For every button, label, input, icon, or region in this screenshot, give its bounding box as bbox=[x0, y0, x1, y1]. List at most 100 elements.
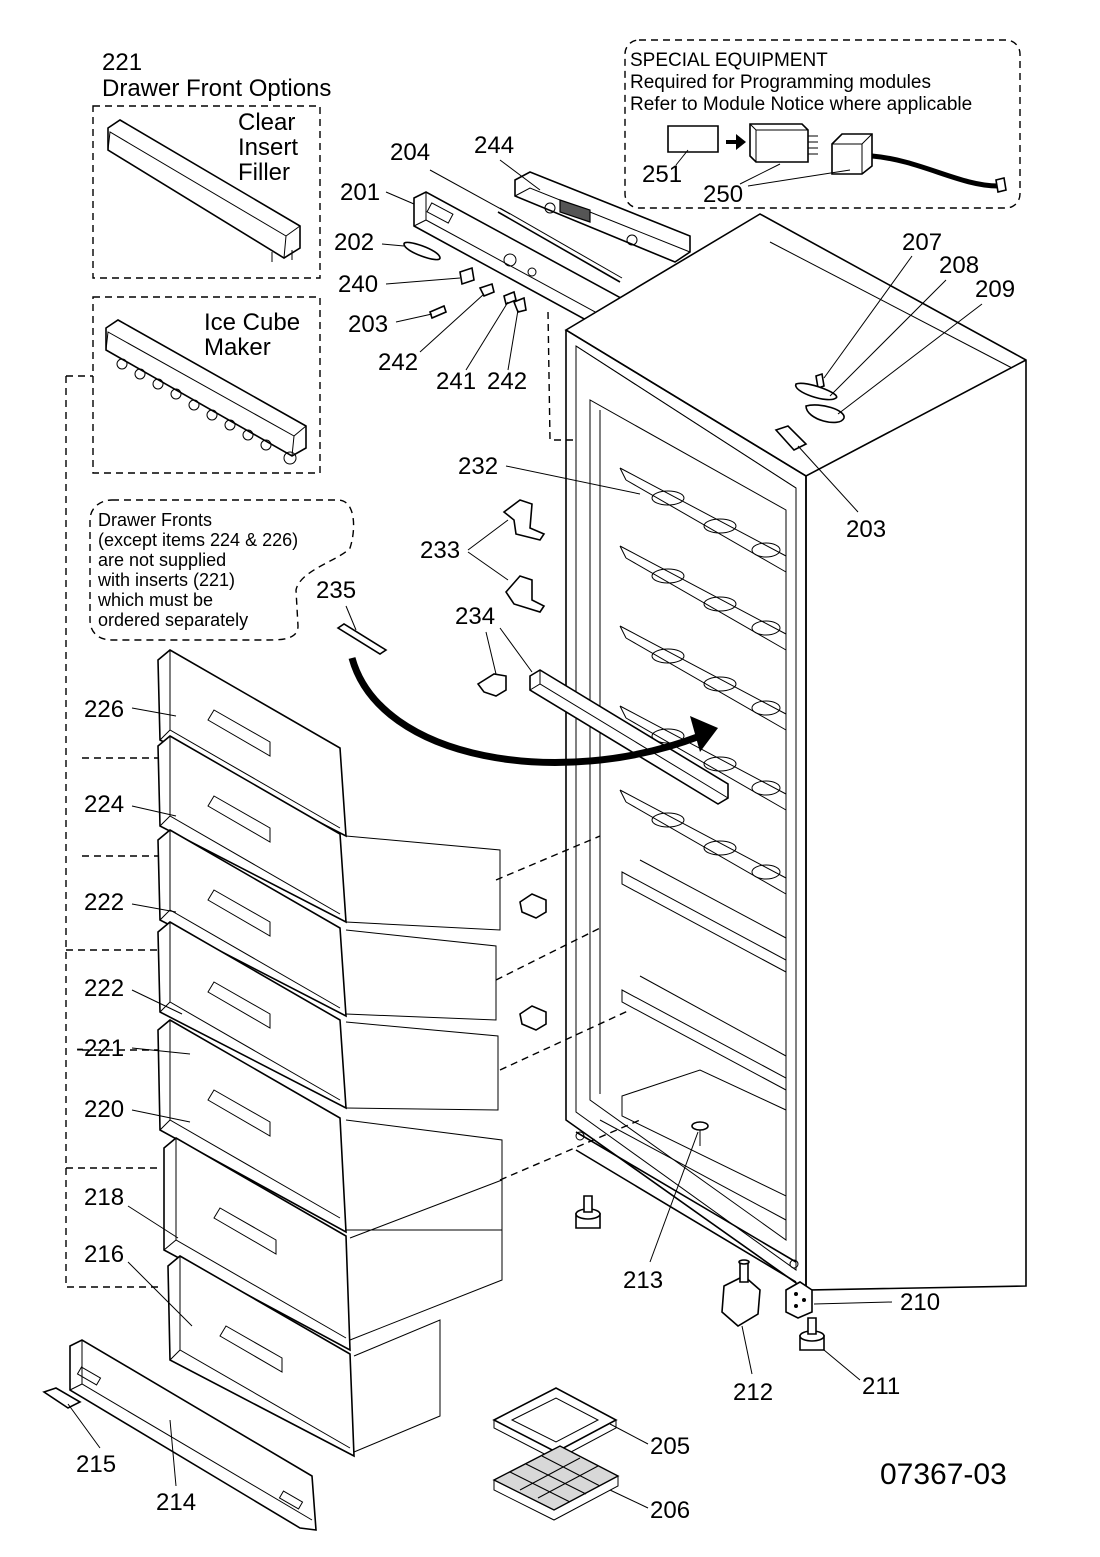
drawer-222b bbox=[157, 921, 499, 1111]
callout-216: 216 bbox=[84, 1241, 124, 1268]
callout-251: 251 bbox=[642, 161, 682, 188]
special-equipment-line-2: Refer to Module Notice where applicable bbox=[630, 94, 972, 115]
wire-shelf-3 bbox=[619, 625, 787, 731]
callout-205: 205 bbox=[650, 1433, 690, 1460]
module-card-part bbox=[667, 125, 719, 153]
leveling-foot-left-part bbox=[575, 1195, 601, 1229]
ice-cube-maker-box bbox=[92, 296, 321, 474]
figure-code: 07367-03 bbox=[880, 1458, 1007, 1491]
bracket-210-part bbox=[785, 1281, 813, 1319]
clear-insert-label-3: Filler bbox=[238, 159, 290, 186]
callout-212: 212 bbox=[733, 1379, 773, 1406]
drawer-216 bbox=[167, 1255, 441, 1458]
note-line-5: which must be bbox=[97, 590, 213, 610]
callout-220: 220 bbox=[84, 1096, 124, 1123]
control-panel-cluster: 244 204 201 202 240 203 242 241 242 bbox=[334, 132, 691, 441]
control-board-part bbox=[514, 171, 691, 263]
note-line-3: are not supplied bbox=[98, 550, 226, 570]
callout-250: 250 bbox=[703, 181, 743, 208]
special-equipment-line-1: Required for Programming modules bbox=[630, 72, 931, 93]
lens-202-part bbox=[403, 241, 441, 261]
programming-cable-part bbox=[831, 133, 1007, 193]
callout-201: 201 bbox=[340, 179, 380, 206]
callout-235: 235 bbox=[316, 577, 356, 604]
clip-242a-part bbox=[478, 282, 495, 298]
options-title: Drawer Front Options bbox=[102, 75, 331, 102]
callout-213: 213 bbox=[623, 1267, 663, 1294]
glass-shelf-1 bbox=[621, 859, 787, 973]
callout-218: 218 bbox=[84, 1184, 124, 1211]
callout-222a: 222 bbox=[84, 889, 124, 916]
callout-242b: 242 bbox=[487, 368, 527, 395]
callout-203b: 203 bbox=[846, 516, 886, 543]
programming-module-part bbox=[749, 123, 818, 163]
clear-insert-label-1: Clear bbox=[238, 109, 295, 136]
callout-210: 210 bbox=[900, 1289, 940, 1316]
cabinet-body bbox=[564, 213, 1027, 1291]
clip-242b-part bbox=[512, 296, 527, 313]
note-bubble: Drawer Fronts (except items 224 & 226) a… bbox=[89, 499, 355, 641]
shelf-rail-part bbox=[529, 669, 729, 805]
callout-233: 233 bbox=[420, 537, 460, 564]
callout-211: 211 bbox=[862, 1373, 900, 1400]
drawer-clip-a-part bbox=[519, 893, 547, 919]
bracket-209-part bbox=[805, 404, 845, 424]
note-line-4: with inserts (221) bbox=[97, 570, 235, 590]
glass-shelf-2 bbox=[621, 975, 787, 1091]
knob-240-part bbox=[459, 266, 475, 286]
wire-shelf-4 bbox=[619, 705, 787, 811]
callout-242a: 242 bbox=[378, 349, 418, 376]
kickplate-214-part bbox=[42, 1339, 317, 1531]
clip-241-part bbox=[503, 290, 517, 306]
floor-tray bbox=[599, 1069, 787, 1221]
drawer-220 bbox=[157, 1019, 503, 1234]
callout-204: 204 bbox=[390, 139, 430, 166]
drawer-stack: 226 224 222 222 -221 220 218 216 bbox=[65, 375, 503, 1458]
door-stop-cluster: 207 208 209 203 bbox=[774, 229, 1015, 543]
drawer-222a bbox=[157, 829, 497, 1021]
shelf-support-cluster: 232 233 234 235 bbox=[316, 453, 729, 1181]
callout-215: 215 bbox=[76, 1451, 116, 1478]
ice-cube-label-2: Maker bbox=[204, 334, 271, 361]
callout-208: 208 bbox=[939, 252, 979, 279]
clear-insert-filler-box bbox=[92, 105, 321, 279]
callout-232: 232 bbox=[458, 453, 498, 480]
bracket-233b-part bbox=[504, 575, 546, 613]
callout-206: 206 bbox=[650, 1497, 690, 1524]
drawer-clip-b-part bbox=[519, 1005, 547, 1031]
wire-shelf-2 bbox=[619, 545, 787, 651]
callout-209: 209 bbox=[975, 276, 1015, 303]
note-line-2: (except items 224 & 226) bbox=[98, 530, 298, 550]
callout-241: 241 bbox=[436, 368, 476, 395]
arrow-icon bbox=[726, 134, 746, 150]
options-number: 221 bbox=[102, 49, 142, 76]
callout-244: 244 bbox=[474, 132, 514, 159]
drawer-218 bbox=[163, 1137, 503, 1352]
special-equipment-box bbox=[624, 39, 1021, 209]
wire-shelf-5 bbox=[619, 789, 787, 895]
clip-234-part bbox=[476, 673, 507, 697]
leveling-foot-right-part bbox=[799, 1317, 825, 1351]
screw-203-part bbox=[429, 304, 447, 320]
callout-202: 202 bbox=[334, 229, 374, 256]
clear-insert-filler-part bbox=[107, 119, 301, 262]
washer-208-part bbox=[795, 382, 838, 401]
callout-234: 234 bbox=[455, 603, 495, 630]
clear-insert-label-2: Insert bbox=[238, 134, 298, 161]
ice-cube-maker-part bbox=[105, 319, 307, 465]
drain-plug-213-part bbox=[691, 1121, 709, 1146]
arrow-head-icon bbox=[690, 716, 718, 752]
hinge-203-part bbox=[774, 425, 808, 451]
note-line-1: Drawer Fronts bbox=[98, 510, 212, 530]
callout-207: 207 bbox=[902, 229, 942, 256]
callout-214: 214 bbox=[156, 1489, 196, 1516]
rod-235-part bbox=[336, 623, 388, 655]
callout-203a: 203 bbox=[348, 311, 388, 338]
ice-cube-tray-206-part bbox=[492, 1445, 620, 1521]
rod-204-part bbox=[497, 211, 621, 283]
curved-arrow-icon bbox=[348, 657, 702, 766]
special-equipment-title: SPECIAL EQUIPMENT bbox=[630, 50, 828, 71]
special-equipment-section: SPECIAL EQUIPMENT Required for Programmi… bbox=[624, 39, 1021, 209]
bracket-233a-part bbox=[502, 499, 546, 541]
